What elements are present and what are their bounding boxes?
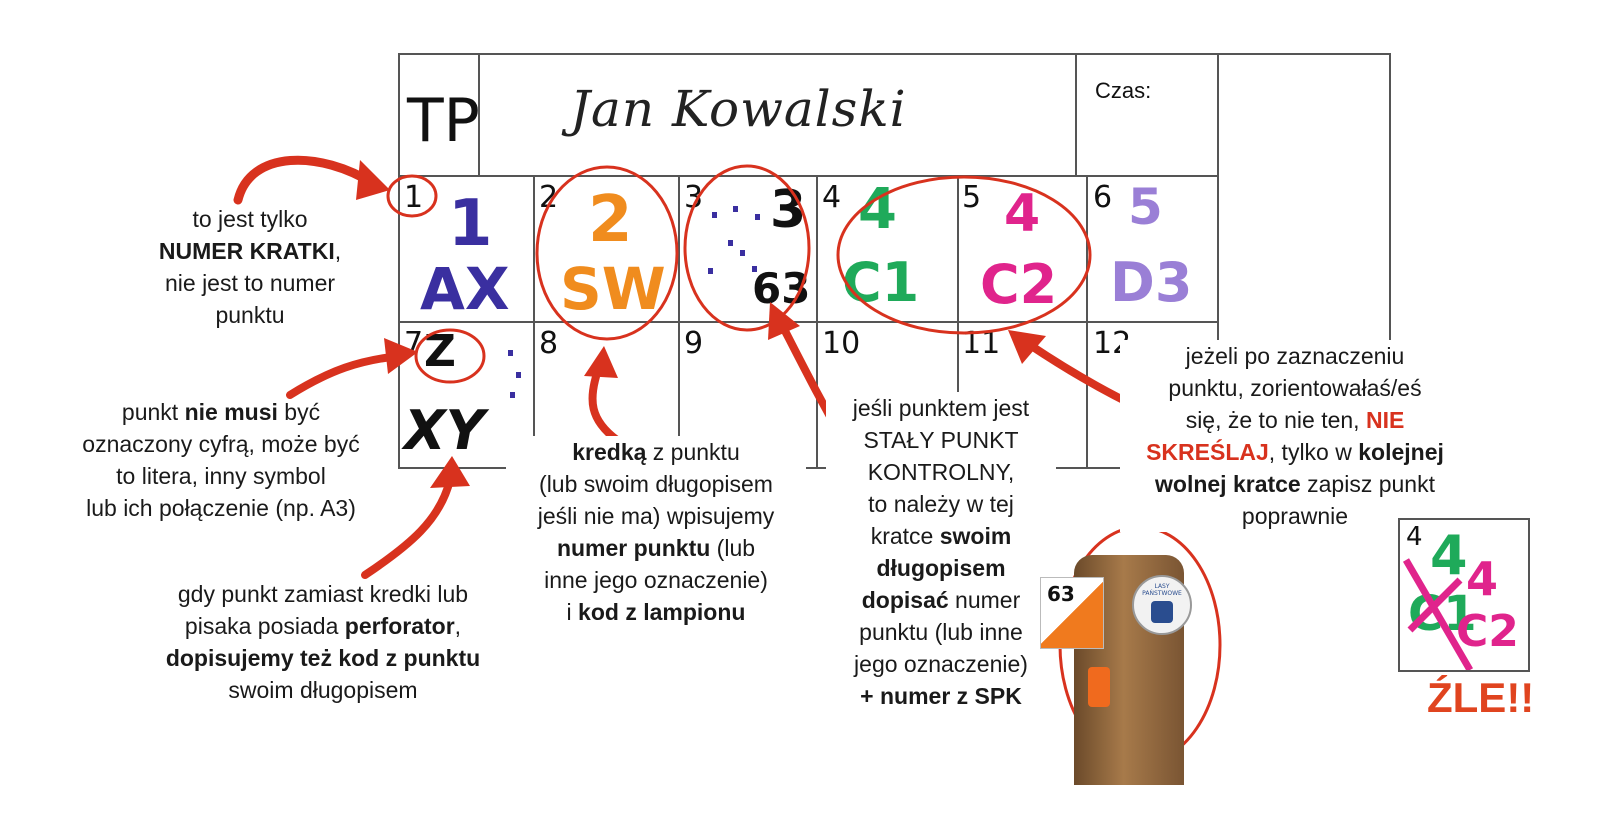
cell-number-8: 8 xyxy=(539,326,559,361)
cell-number-3: 3 xyxy=(684,180,704,215)
note-no-crossing: jeżeli po zaznaczeniu punktu, zorientowa… xyxy=(1120,340,1470,532)
cell-number-9: 9 xyxy=(684,326,704,361)
wrong-example-cell-number: 4 xyxy=(1406,522,1423,552)
cell-4-code: C1 xyxy=(842,251,920,314)
note-symbol: punkt nie musi być oznaczony cyfrą, może… xyxy=(82,399,360,521)
time-label: Czas: xyxy=(1095,78,1152,103)
cell-7-code: XY xyxy=(404,399,485,462)
cell-number-1: 1 xyxy=(404,180,424,215)
cell-5-code: C2 xyxy=(980,253,1058,316)
new-code: C2 xyxy=(1456,606,1519,657)
cross-out-marks xyxy=(1402,558,1474,670)
cell-number-5: 5 xyxy=(962,180,982,215)
cell-1-point-number: 1 xyxy=(448,187,493,261)
note-spk: jeśli punktem jest STAŁY PUNKT KONTROLNY… xyxy=(826,392,1056,712)
note-crayon: kredką z punktu (lub swoim długopisem je… xyxy=(506,436,806,628)
post-plaque-logo: LASY PAŃSTWOWE xyxy=(1132,575,1192,635)
cell-3-spk-number: 63 xyxy=(752,264,811,313)
new-point-number: 4 xyxy=(1466,552,1499,606)
cell-2-point-number: 2 xyxy=(588,183,633,257)
tp-label: TP xyxy=(407,86,480,156)
cell-number-10: 10 xyxy=(822,326,861,361)
wrong-example-box: 4 4 C1 4 C2 xyxy=(1398,518,1530,672)
cell-2-code: SW xyxy=(560,255,666,323)
cell-number-2: 2 xyxy=(539,180,559,215)
cell-4-point-number: 4 xyxy=(858,177,897,242)
note-cell-number: to jest tylko NUMER KRATKI, nie jest to … xyxy=(158,206,342,328)
punch-clip xyxy=(1088,667,1110,707)
wrong-label: ŹLE!! xyxy=(1427,674,1535,721)
cell-number-11: 11 xyxy=(962,326,1001,361)
cell-6-code: D3 xyxy=(1110,251,1193,314)
plaque-emblem xyxy=(1151,601,1173,623)
spk-post-illustration: LASY PAŃSTWOWE 63 xyxy=(1040,535,1202,785)
cell-5-point-number: 4 xyxy=(1004,184,1041,244)
cell-number-7: 7 xyxy=(404,326,424,361)
cell-3-point-number: 3 xyxy=(770,180,807,240)
competitor-signature: Jan Kowalski xyxy=(570,80,907,138)
note-perforator: gdy punkt zamiast kredki lub pisaka posi… xyxy=(165,581,481,703)
orienteering-flag: 63 xyxy=(1040,577,1104,649)
cell-number-6: 6 xyxy=(1093,180,1113,215)
plaque-text: LASY PAŃSTWOWE xyxy=(1142,583,1182,597)
arrow-to-cell-number xyxy=(233,155,379,205)
cell-6-point-number: 5 xyxy=(1128,178,1163,236)
cell-7-point-symbol: Z xyxy=(424,326,456,377)
cell-1-code: AX xyxy=(420,255,510,323)
post-number: 63 xyxy=(1047,582,1075,606)
arrow-to-symbol xyxy=(286,352,404,399)
crossed-point-number: 4 xyxy=(1430,524,1468,587)
cell-number-4: 4 xyxy=(822,180,842,215)
